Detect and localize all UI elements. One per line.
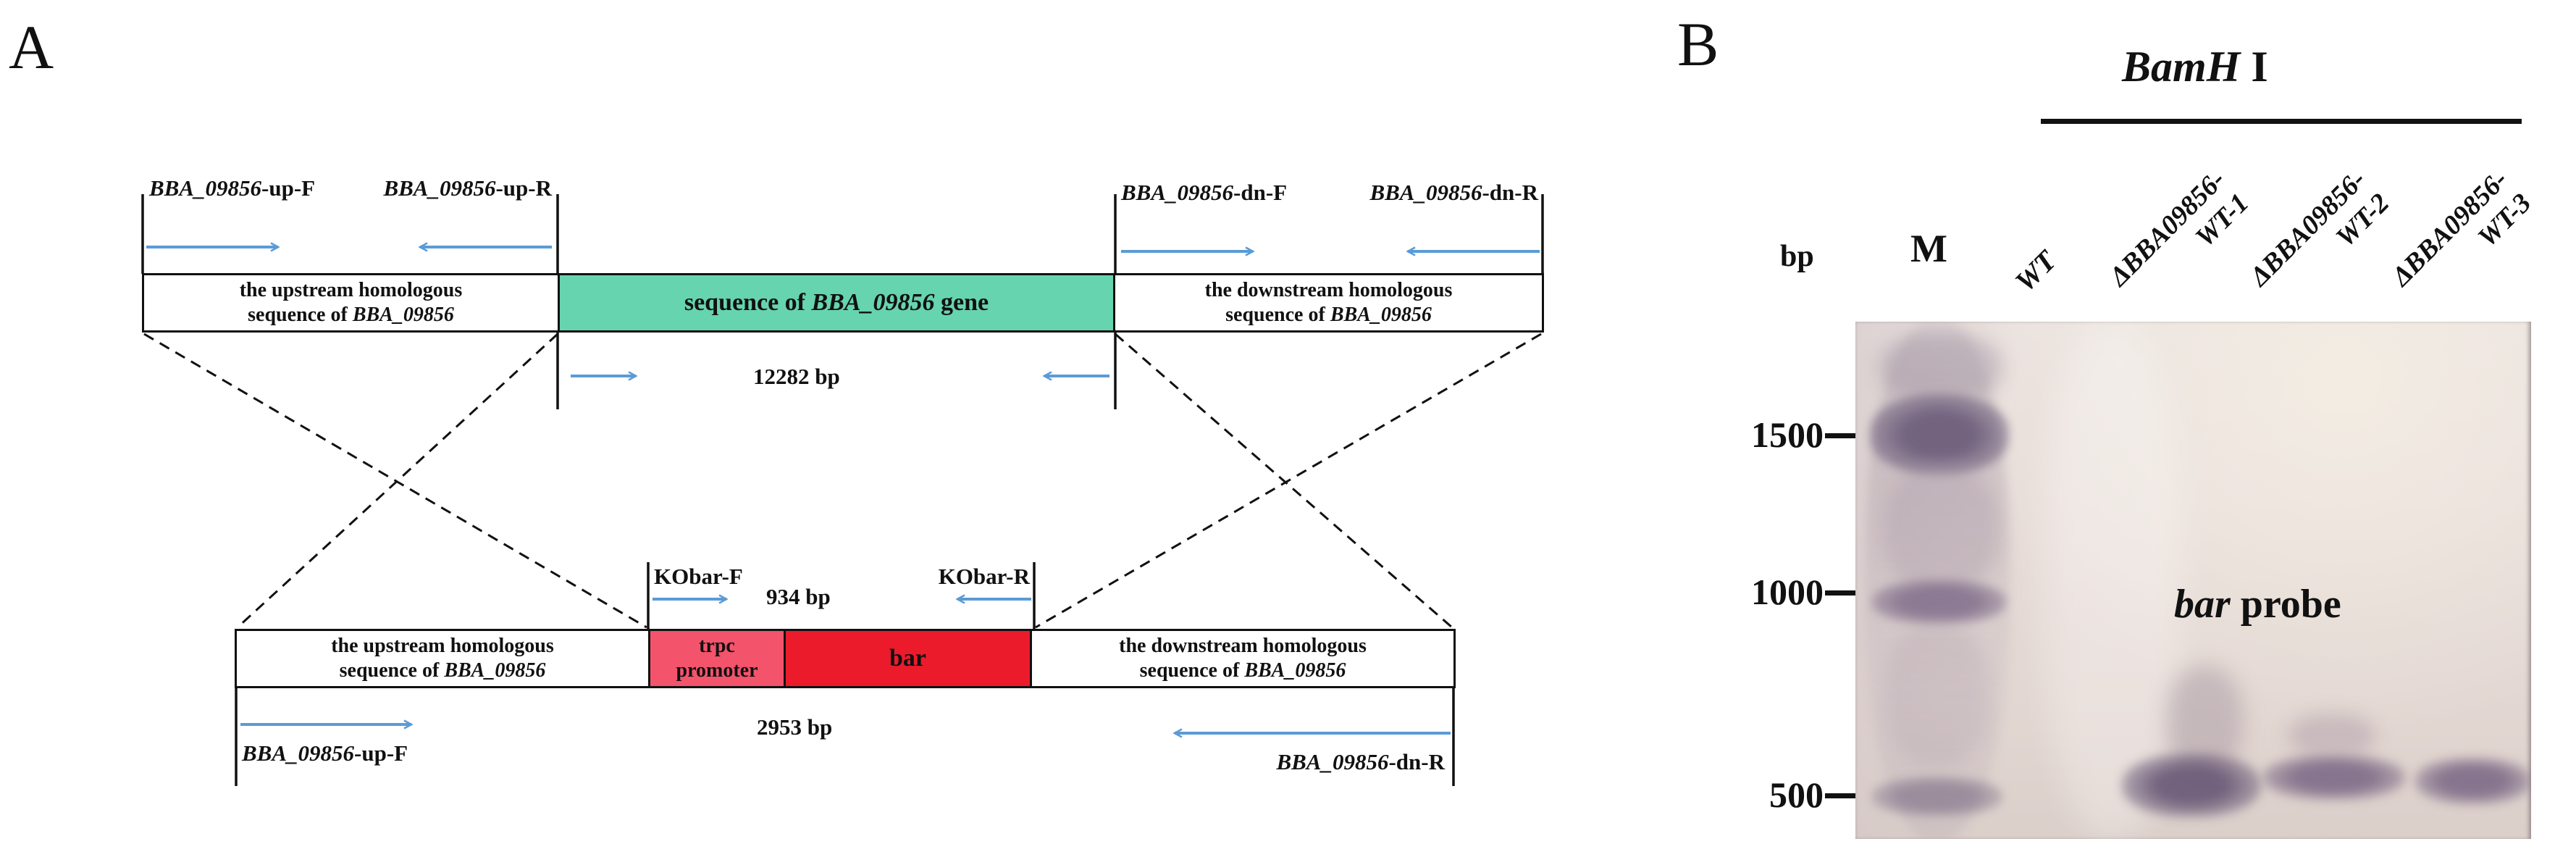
marker-band-1000	[1872, 580, 2006, 624]
southern-blot-gel	[1855, 322, 2531, 839]
trpc-promoter-box: trpc promoter	[648, 631, 784, 686]
primer-label-dn-r: BBA_09856-dn-R	[1369, 180, 1538, 205]
mutant3-band	[2415, 758, 2531, 804]
knockout-cassette-construct: the upstream homologous sequence of BBA_…	[235, 629, 1456, 688]
marker-mid-smear	[1883, 464, 1999, 594]
upstream-box-line2: sequence of BBA_09856	[248, 304, 454, 326]
gene-name: BBA_09856	[242, 740, 355, 766]
marker-500-tick	[1825, 793, 1858, 798]
gene-name: BBA_09856	[1244, 659, 1346, 682]
bp-unit-label: bp	[1780, 240, 1814, 273]
marker-1500: 1500	[1751, 414, 1824, 455]
enzyme-header: BamH I	[2122, 42, 2268, 92]
gene-name: BBA_09856	[811, 289, 935, 316]
probe-label: bar probe	[2174, 581, 2341, 627]
lane-label-mutant-1: ΔBBA09856- WT-1	[2102, 163, 2256, 317]
marker-1000: 1000	[1751, 572, 1824, 612]
marker-lane-label: M	[1910, 227, 1947, 270]
mutant1-band	[2122, 753, 2261, 817]
upstream-homology-box-lower: the upstream homologous sequence of BBA_…	[237, 631, 648, 686]
gene-name: BBA_09856	[444, 659, 546, 682]
kobar-r-label: KObar-R	[938, 564, 1030, 589]
downstream-box-line2: sequence of BBA_09856	[1139, 659, 1346, 682]
gene-name: BBA_09856	[352, 304, 454, 326]
gene-name: BBA_09856	[1276, 749, 1389, 774]
downstream-box-line1: the downstream homologous	[1119, 635, 1367, 657]
primer-label-up-f-bottom: BBA_09856-up-F	[242, 740, 408, 766]
primer-label-up-f: BBA_09856-up-F	[149, 175, 316, 201]
upstream-homology-box: the upstream homologous sequence of BBA_…	[144, 275, 558, 330]
trpc-line2: promoter	[676, 659, 758, 682]
probe-name-italic: bar	[2174, 582, 2231, 627]
primer-label-dn-f: BBA_09856-dn-F	[1121, 180, 1288, 205]
marker-lower-smear	[1883, 623, 1992, 768]
marker-1500-tick	[1825, 433, 1858, 438]
lane-label-mutant-2: ΔBBA09856- WT-2	[2243, 163, 2396, 317]
enzyme-name-italic: BamH	[2122, 43, 2241, 91]
bar-gene-box: bar	[784, 631, 1030, 686]
trpc-line1: trpc	[699, 635, 735, 657]
gene-name: BBA_09856	[149, 175, 262, 201]
wt-lane-clear-column	[2044, 322, 2181, 839]
upstream-box-line1: the upstream homologous	[239, 279, 463, 301]
mutant2-band	[2263, 755, 2405, 800]
recombination-dashed-lines	[143, 333, 1542, 629]
primer-label-dn-r-bottom: BBA_09856-dn-R	[1276, 749, 1445, 774]
gene-box-text: sequence of BBA_09856 gene	[684, 289, 989, 316]
enzyme-underline	[2041, 119, 2522, 124]
wild-type-locus-construct: the upstream homologous sequence of BBA_…	[142, 273, 1544, 333]
marker-1000-tick	[1825, 590, 1858, 596]
downstream-box-line1: the downstream homologous	[1204, 279, 1453, 301]
gene-name: BBA_09856	[1121, 180, 1234, 205]
lane-label-wt: WT	[2008, 244, 2063, 298]
marker-500: 500	[1769, 774, 1824, 815]
kobar-f-label: KObar-F	[654, 564, 743, 589]
gene-name: BBA_09856	[1330, 304, 1432, 326]
gene-length-label: 12282 bp	[753, 364, 840, 389]
downstream-box-line2: sequence of BBA_09856	[1225, 304, 1432, 326]
gene-name: BBA_09856	[383, 175, 496, 201]
downstream-homology-box: the downstream homologous sequence of BB…	[1113, 275, 1542, 330]
marker-band-500	[1872, 777, 2002, 816]
primer-label-up-r: BBA_09856-up-R	[383, 175, 552, 201]
cassette-length-label: 2953 bp	[757, 714, 833, 740]
probe-name-roman: probe	[2230, 582, 2341, 627]
marker-upper-smear	[1879, 333, 2002, 402]
panel-b-label: B	[1677, 9, 1719, 79]
downstream-homology-box-lower: the downstream homologous sequence of BB…	[1030, 631, 1453, 686]
panel-a-label: A	[9, 12, 54, 82]
enzyme-name-roman: I	[2240, 43, 2268, 91]
kobar-amplicon-label: 934 bp	[766, 584, 831, 609]
gene-sequence-box: sequence of BBA_09856 gene	[558, 275, 1113, 330]
bar-label: bar	[889, 645, 926, 672]
lane-label-mutant-3: ΔBBA09856- WT-3	[2385, 163, 2538, 317]
mutant2-upper-smear	[2288, 714, 2375, 757]
gene-name: BBA_09856	[1369, 180, 1482, 205]
upstream-box-line2: sequence of BBA_09856	[339, 659, 546, 682]
marker-band-1500	[1870, 394, 2009, 475]
upstream-box-line1: the upstream homologous	[331, 635, 554, 657]
